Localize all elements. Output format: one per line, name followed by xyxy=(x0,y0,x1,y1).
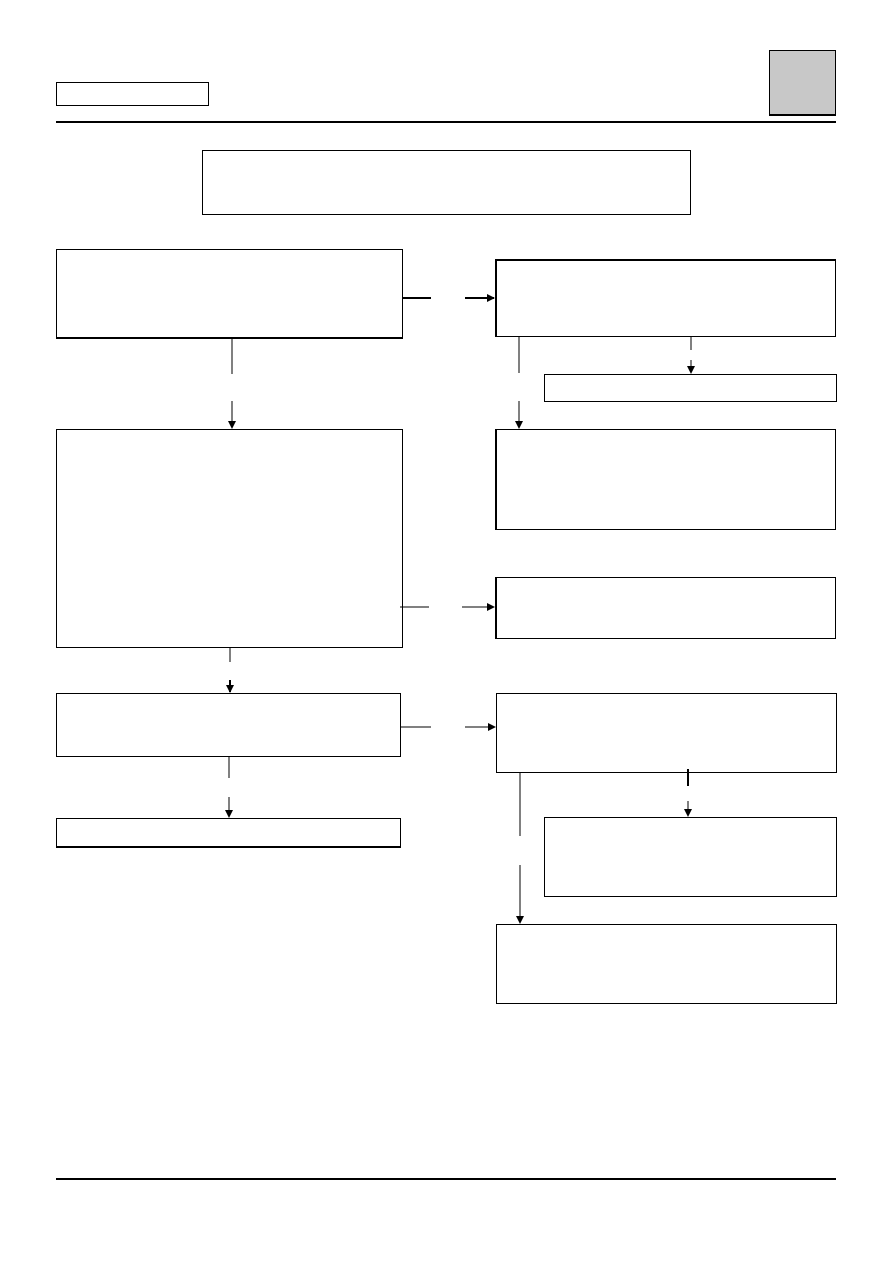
flow-node-r5 xyxy=(496,924,837,1004)
flow-node-r4b xyxy=(544,817,837,897)
header-rule xyxy=(56,121,836,123)
flow-node-r4 xyxy=(496,693,837,773)
flow-node-r1b xyxy=(544,374,837,402)
title-box xyxy=(202,150,691,215)
flow-node-r1 xyxy=(495,259,836,337)
flow-node-r3 xyxy=(495,577,836,639)
flow-node-l3 xyxy=(56,693,401,757)
flow-node-l4 xyxy=(56,818,401,848)
section-tab-marker xyxy=(769,50,836,116)
section-label-box xyxy=(56,82,209,106)
flow-node-r2 xyxy=(495,429,836,530)
footer-rule xyxy=(56,1178,836,1180)
flow-node-l2 xyxy=(56,429,403,648)
flow-node-l1 xyxy=(56,249,403,339)
